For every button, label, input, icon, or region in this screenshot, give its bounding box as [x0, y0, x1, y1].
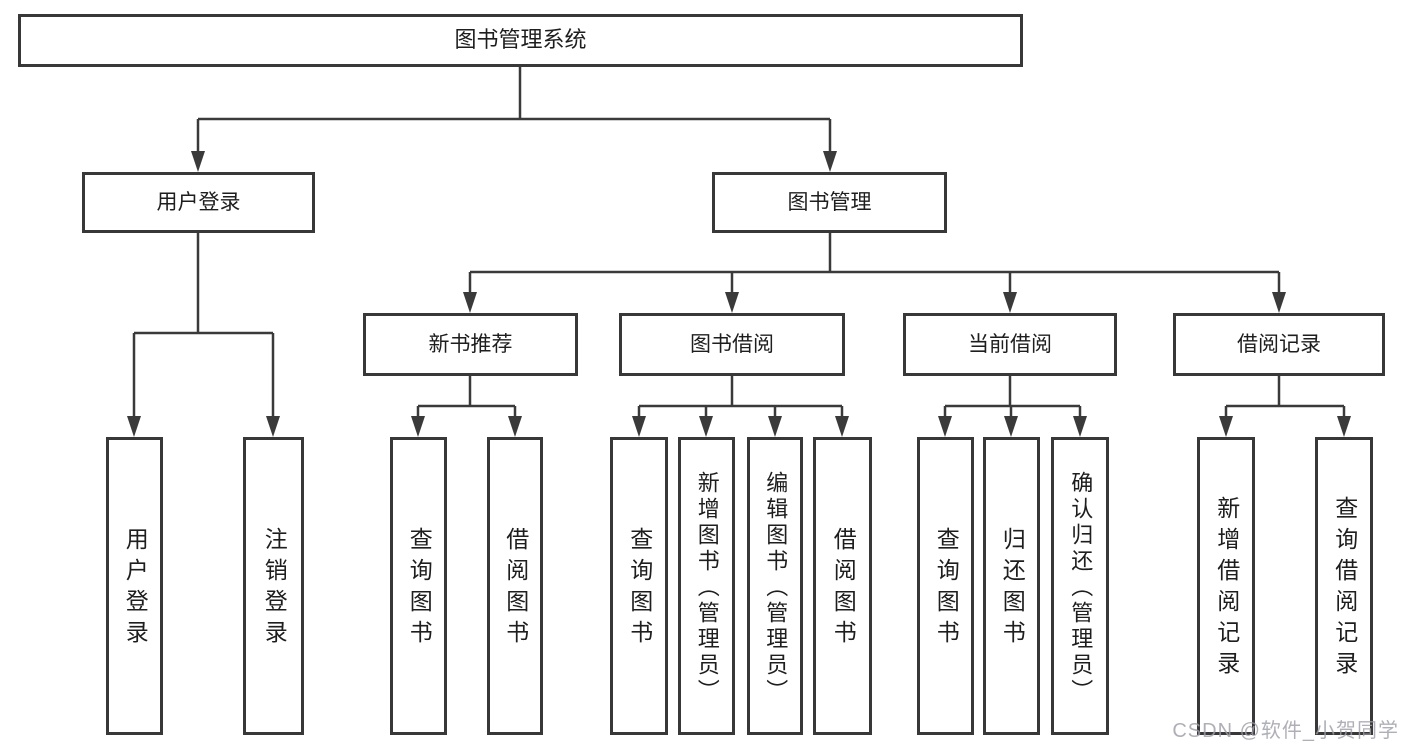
watermark: CSDN @软件_小贺同学	[1172, 720, 1399, 742]
leaf-query-books-recommend: 查询图书	[390, 437, 447, 735]
leaf-add-book-admin: 新增图书（管理员）	[678, 437, 735, 735]
leaf-edit-book-admin: 编辑图书（管理员）	[747, 437, 803, 735]
leaf-add-borrow-record: 新增借阅记录	[1197, 437, 1255, 735]
leaf-query-borrow-record: 查询借阅记录	[1315, 437, 1373, 735]
leaf-borrow-books-recommend: 借阅图书	[487, 437, 543, 735]
leaf-confirm-return-admin: 确认归还（管理员）	[1051, 437, 1109, 735]
node-book-management-system: 图书管理系统	[18, 14, 1023, 67]
node-book-borrowing: 图书借阅	[619, 313, 845, 376]
node-new-book-recommendation: 新书推荐	[363, 313, 578, 376]
node-book-management: 图书管理	[712, 172, 947, 233]
leaf-user-login: 用户登录	[106, 437, 163, 735]
leaf-return-books: 归还图书	[983, 437, 1040, 735]
node-current-borrowing: 当前借阅	[903, 313, 1117, 376]
leaf-logout: 注销登录	[243, 437, 304, 735]
leaf-query-books-current: 查询图书	[917, 437, 974, 735]
leaf-query-books-borrow: 查询图书	[610, 437, 668, 735]
node-user-login: 用户登录	[82, 172, 315, 233]
node-borrowing-records: 借阅记录	[1173, 313, 1385, 376]
leaf-borrow-books: 借阅图书	[813, 437, 872, 735]
